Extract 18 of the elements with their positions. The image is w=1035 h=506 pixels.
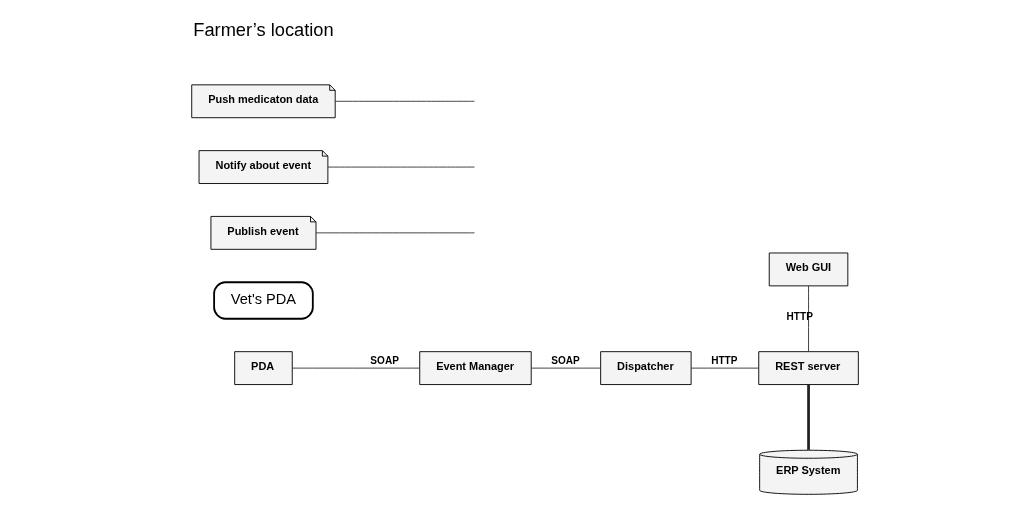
node-box: Vet's PDA [213,281,314,320]
node-box: Web GUI [768,252,849,287]
connector [690,367,760,369]
edge-label: HTTP [711,355,738,367]
connector [315,232,475,234]
connector [530,367,601,369]
connector [807,384,810,450]
node-box: Event Manager [419,351,532,385]
node-box: PDA [234,351,293,385]
connector [327,166,475,168]
edge-label: SOAP [551,355,580,367]
connector [291,367,420,369]
node-box: Dispatcher [600,351,692,385]
connector [334,100,475,102]
node-box: REST server [758,351,859,385]
edge-label: SOAP [370,355,399,367]
connector [808,285,809,352]
label: Farmer’s location [193,19,334,41]
